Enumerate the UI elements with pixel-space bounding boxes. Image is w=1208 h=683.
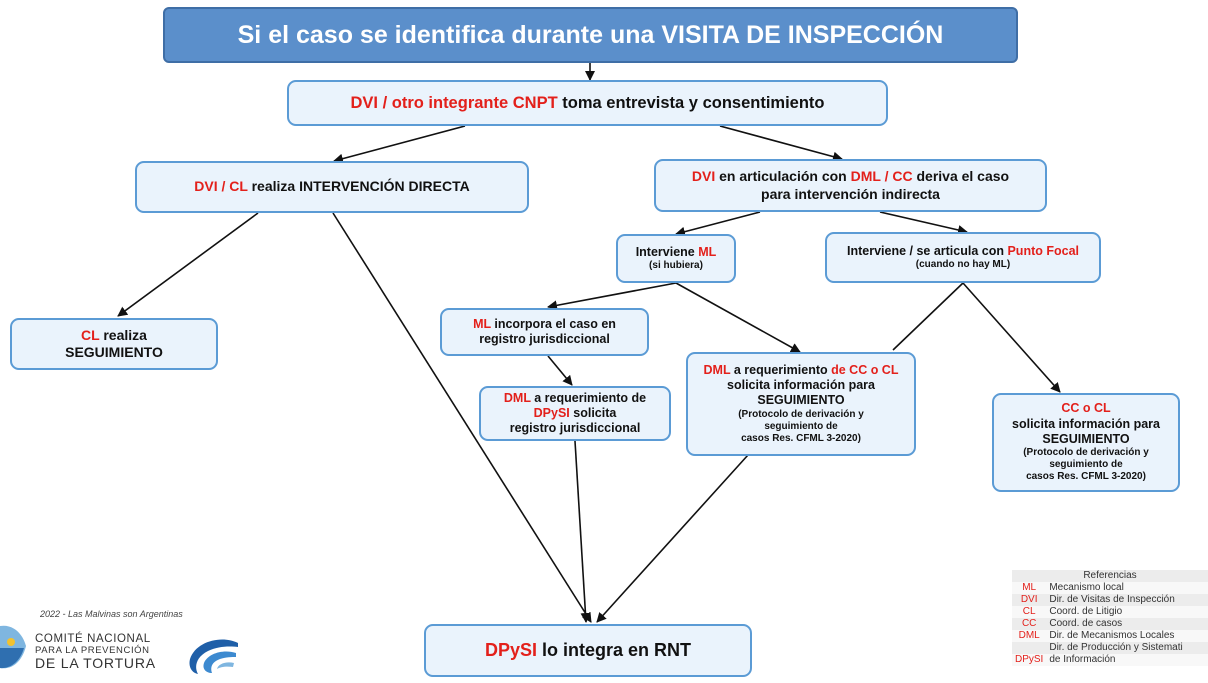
dml-cc-cl-protocol-3: casos Res. CFML 3-2020) [741,432,861,444]
punto-focal-sub: (cuando no hay ML) [915,259,1011,271]
cc-cl-line-3: SEGUIMIENTO [1042,431,1130,446]
dml-cc-cl-line-2: solicita información para [727,378,875,393]
dml-cc-cl-actor-cc-cl: de CC o CL [831,362,899,377]
entrevista-actor: DVI / otro integrante CNPT [350,93,558,112]
footer-motto: 2022 - Las Malvinas son Argentinas [40,609,183,619]
cc-cl-protocol-1: (Protocolo de derivación y [1023,447,1149,459]
arrow-incorpora-to-dml-dpysi [547,355,573,386]
cc-cl-actor: CC o CL [1061,401,1111,416]
dml-cc-cl-text-1: a requerimiento [730,362,832,377]
dml-cc-cl-actor-dml: DML [703,362,731,377]
ref-abbr: CL [1012,606,1047,618]
ref-abbr: DPySI [1012,654,1047,666]
cl-seguimiento-line-2: SEGUIMIENTO [65,344,163,360]
interviene-ml-text: Interviene [635,244,699,259]
logo-line-1: COMITÉ NACIONAL [35,633,151,645]
ref-desc: Dir. de Visitas de Inspección [1046,594,1208,606]
ref-desc: Coord. de Litigio [1046,606,1208,618]
ref-desc: Mecanismo local [1046,582,1208,594]
ref-abbr: ML [1012,582,1047,594]
node-intervencion-directa: DVI / CL realiza INTERVENCIÓN DIRECTA [135,161,529,213]
diagram-title: Si el caso se identifica durante una VIS… [163,7,1018,63]
ref-desc: de Información [1046,654,1208,666]
arrow-directa-to-seguimiento [117,212,259,317]
arrow-dml-dpysi-to-rnt [574,440,591,623]
logo-line-3: DE LA TORTURA [35,655,156,672]
indirecta-sep: / [880,168,893,185]
dml-dpysi-actor-dml: DML [503,390,531,405]
node-cc-cl: CC o CL solicita información para SEGUIM… [992,393,1180,492]
indirecta-line-2: para intervención indirecta [761,185,940,202]
dml-dpysi-text-1: a requerimiento de [530,390,647,405]
ref-abbr: CC [1012,618,1047,630]
dml-cc-cl-line-3: SEGUIMIENTO [757,393,845,408]
references-title: Referencias [1012,570,1208,582]
cnpt-logo-text: COMITÉ NACIONAL PARA LA PREVENCIÓN DE LA… [35,633,156,671]
arrow-entrevista-to-indirecta [719,125,843,162]
punto-focal-text: Interviene / se articula con [846,243,1008,258]
dml-cc-cl-protocol-2: seguimiento de [764,420,838,432]
node-cl-seguimiento: CL realiza SEGUIMIENTO [10,318,218,370]
arrow-ml-to-dml-cc-cl [675,282,801,353]
ref-abbr: DML [1012,630,1047,642]
arrow-indirecta-to-ml [675,211,761,237]
arrow-directa-to-rnt [332,212,592,623]
indirecta-text-1: en articulación con [715,168,851,185]
dml-dpysi-actor-dpysi: DPySI [533,405,570,420]
rnt-actor: DPySI [484,639,537,660]
node-ml-incorpora: ML incorpora el caso en registro jurisdi… [440,308,649,356]
indirecta-text-2: deriva el caso [912,168,1010,185]
line-puntofocal-to-dml-cc-cl [892,282,964,351]
ref-desc: Dir. de Producción y Sistemati [1046,642,1208,654]
cc-cl-line-2: solicita información para [1012,416,1160,431]
node-intervencion-indirecta: DVI en articulación con DML / CC deriva … [654,159,1047,212]
arrow-indirecta-to-puntofocal [879,211,968,235]
arrow-dml-cc-cl-to-rnt [596,454,749,623]
indirecta-actor-cc: CC [892,168,913,185]
indirecta-actor-dml: DML [850,168,881,185]
arrow-entrevista-to-directa [333,125,466,164]
directa-actor-cl: CL [229,178,248,195]
node-entrevista: DVI / otro integrante CNPT toma entrevis… [287,80,888,126]
node-punto-focal: Interviene / se articula con Punto Focal… [825,232,1101,283]
node-dml-dpysi: DML a requerimiento de DPySI solicita re… [479,386,671,441]
cl-seguimiento-actor: CL [81,326,100,343]
node-rnt: DPySI lo integra en RNT [424,624,752,677]
ref-desc: Coord. de casos [1046,618,1208,630]
dml-cc-cl-protocol-1: (Protocolo de derivación y [738,408,864,420]
cc-cl-protocol-3: casos Res. CFML 3-2020) [1026,471,1146,483]
ref-abbr: DVI [1012,594,1047,606]
punto-focal-actor: Punto Focal [1007,243,1079,258]
node-interviene-ml: Interviene ML (si hubiera) [616,234,736,283]
rnt-text: lo integra en RNT [537,639,692,660]
logo-line-2: PARA LA PREVENCIÓN [35,644,150,656]
indirecta-actor-dvi: DVI [691,168,716,185]
interviene-ml-sub: (si hubiera) [649,260,703,272]
cc-cl-protocol-2: seguimiento de [1049,459,1123,471]
ref-desc: Dir. de Mecanismos Locales [1046,630,1208,642]
ml-incorpora-text: incorpora el caso en [490,316,616,331]
directa-actor-dvi: DVI [194,178,218,195]
directa-text: realiza INTERVENCIÓN DIRECTA [247,178,470,195]
cnpt-logo-icon [189,639,238,674]
arrow-puntofocal-to-cc-cl [962,282,1061,393]
cl-seguimiento-text: realiza [99,326,147,343]
coat-of-arms-logo [0,625,26,669]
ref-abbr [1012,642,1047,654]
dml-dpysi-text-2: solicita [569,405,617,420]
interviene-ml-actor: ML [698,244,717,259]
directa-sep: / [217,178,230,195]
ml-incorpora-actor: ML [473,316,491,331]
dml-dpysi-line-3: registro jurisdiccional [509,421,641,436]
arrow-ml-to-incorpora [547,282,677,311]
ml-incorpora-line-2: registro jurisdiccional [479,332,610,346]
entrevista-text: toma entrevista y consentimiento [557,93,825,112]
node-dml-cc-cl: DML a requerimiento de CC o CL solicita … [686,352,916,456]
